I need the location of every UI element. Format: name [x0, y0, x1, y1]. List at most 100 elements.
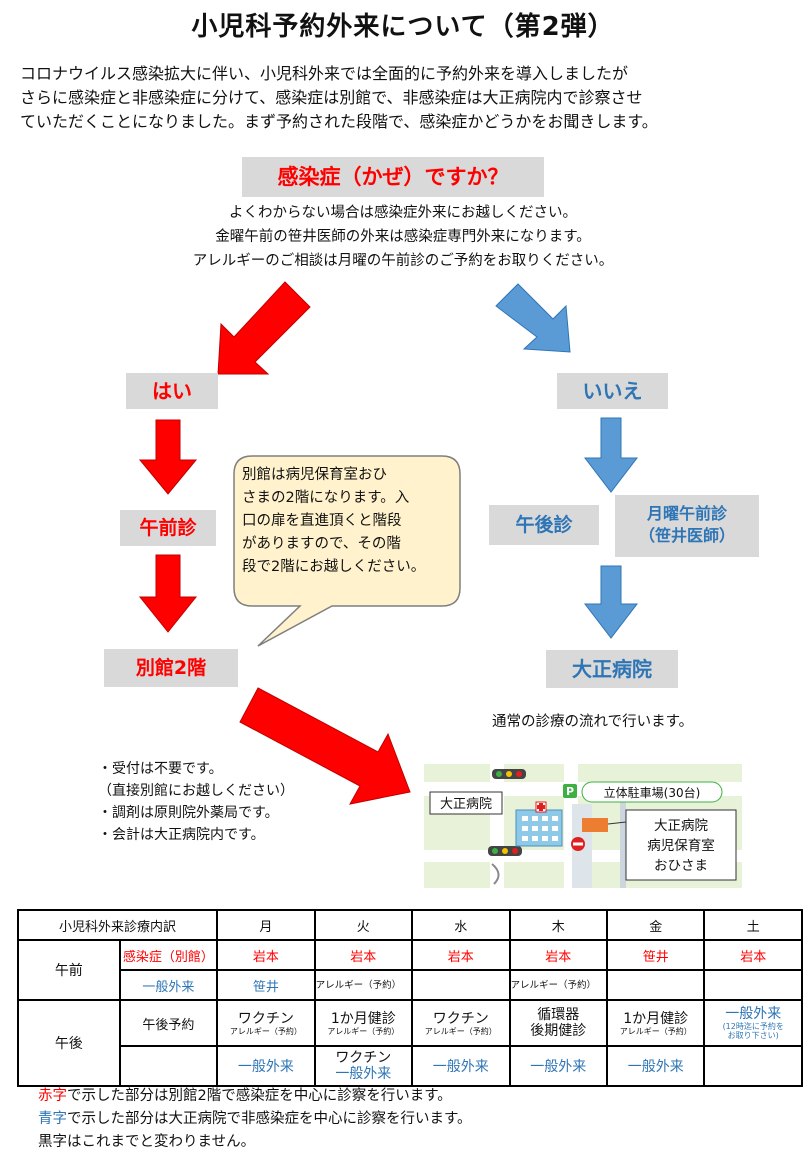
table-cell-text: 一般外来: [725, 1006, 782, 1022]
intro-line: コロナウイルス感染拡大に伴い、小児科外来では全面的に予約外来を導入しましたが: [20, 64, 629, 83]
bubble-line: 段で2階にお越しください。: [242, 559, 426, 575]
table-cell-text: 1か月健診: [623, 1010, 689, 1027]
table-cell: [705, 971, 801, 999]
table-cell: 一般外来: [413, 1047, 509, 1085]
monday-morning-label: 月曜午前診: [646, 504, 727, 523]
table-header-cell: 水: [413, 911, 509, 939]
table-cell: アレルギー（予約）: [315, 971, 412, 999]
legend-red-word: 赤字: [38, 1088, 67, 1104]
pm-label-cell: 午後: [19, 1001, 119, 1085]
intro-line: さらに感染症と非感染症に分けて、感染症は別館で、非感染症は大正病院内で診察させ: [20, 88, 643, 107]
table-cell-text: 後期健診: [530, 1023, 587, 1039]
table-cell-text: アレルギー（予約）: [315, 979, 402, 991]
table-row: 午前 感染症（別館） 岩本 岩本 岩本 岩本 笹井 岩本: [19, 941, 801, 999]
speech-bubble: [233, 455, 461, 647]
table-cell: 岩本: [510, 941, 606, 969]
blue-down-arrow-icon: [583, 565, 639, 639]
table-cell: 笹井: [607, 941, 704, 969]
table-header-cell: 月: [218, 911, 314, 939]
no-dest-note: 通常の診療の流れで行います。: [492, 714, 694, 730]
table-cell: ワクチン アレルギー（予約）: [218, 1001, 314, 1045]
table-cell: 岩本: [413, 941, 509, 969]
table-cell-text: 1か月健診: [330, 1010, 396, 1027]
table-cell: 岩本: [218, 941, 314, 969]
table-cell: ワクチン 一般外来: [315, 1047, 412, 1085]
table-header-cell: 金: [607, 911, 704, 939]
table-cell: 一般外来: [120, 971, 217, 999]
question-box: 感染症（かぜ）ですか？: [242, 157, 544, 197]
bubble-line: 別館は病児保育室おひ: [242, 467, 387, 483]
legend-blue-line: 青字で示した部分は大正病院で非感染症を中心に診察を行います。: [38, 1108, 472, 1131]
legend: 赤字で示した部分は別館2階で感染症を中心に診察を行います。 青字で示した部分は大…: [38, 1085, 472, 1154]
table-cell: 一般外来: [218, 1047, 314, 1085]
no-label: いいえ: [582, 379, 643, 403]
question-text: 感染症（かぜ）ですか？: [277, 165, 509, 189]
no-afternoon-box: 午後診: [489, 505, 599, 545]
red-diagonal-arrow-icon: [217, 281, 311, 375]
schedule-table: 小児科外来診療内訳 月 火 水 木 金 土 午前 感染症（別館） 岩本 岩本 岩…: [17, 909, 803, 1087]
table-cell-text: ワクチン: [237, 1010, 294, 1027]
am-label-cell: 午前: [19, 941, 119, 999]
note-item: ・会計は大正病院内です。: [98, 827, 265, 843]
red-down-arrow-icon: [138, 554, 198, 633]
bubble-line: 口の扉を直進頂くと階段: [242, 513, 402, 529]
table-cell: 午後予約: [120, 1001, 217, 1045]
notes-list: ・受付は不要です。 （直接別館にお越しください） ・調剤は原則院外薬局です。 ・…: [98, 758, 294, 846]
table-row: 午後 午後予約 ワクチン アレルギー（予約） 1か月健診 アレルギー（予約） ワ…: [19, 1001, 801, 1085]
intro-paragraph: コロナウイルス感染拡大に伴い、小児科外来では全面的に予約外来を導入しましたが さ…: [20, 62, 790, 134]
table-cell-subtext: アレルギー（予約）: [619, 1026, 692, 1036]
table-cell-subtext: お取り下さい): [727, 1031, 779, 1040]
table-cell-subtext: アレルギー（予約）: [424, 1026, 497, 1036]
table-cell-text: 循環器: [537, 1007, 580, 1023]
table-cell-subtext: アレルギー（予約）: [229, 1026, 302, 1036]
table-cell: 一般外来: [607, 1047, 704, 1085]
map-annex-line: おひさま: [654, 858, 708, 874]
note-item: ・調剤は原則院外薬局です。: [98, 805, 279, 821]
table-cell: アレルギー（予約）: [510, 971, 606, 999]
legend-red-line: 赤字で示した部分は別館2階で感染症を中心に診察を行います。: [38, 1085, 472, 1108]
traffic-light-icon: [492, 769, 526, 779]
table-cell: [705, 1047, 801, 1085]
table-cell: 1か月健診 アレルギー（予約）: [607, 1001, 704, 1045]
access-map: 大正病院 P 立体駐車場(30台) 大正病院 病児保育室 おひさま: [424, 764, 742, 888]
note-item: （直接別館にお越しください）: [98, 783, 294, 799]
no-box: いいえ: [557, 373, 668, 409]
question-note: アレルギーのご相談は月曜の午前診のご予約をお取りください。: [192, 253, 614, 269]
yes-box: はい: [126, 373, 218, 409]
bubble-line: さまの2階になります。入: [242, 490, 410, 506]
yes-morning-box: 午前診: [120, 510, 216, 546]
table-cell: 岩本: [315, 941, 412, 969]
legend-blue-word: 青字: [38, 1111, 67, 1127]
table-cell: [120, 1047, 217, 1085]
blue-diagonal-arrow-icon: [495, 283, 571, 353]
bubble-line: がありますので、その階: [242, 536, 401, 552]
table-header-cell: 小児科外来診療内訳: [19, 911, 217, 939]
table-cell-subtext: アレルギー（予約）: [327, 1026, 400, 1036]
table-header-cell: 火: [315, 911, 412, 939]
flow-arrows: [138, 281, 639, 805]
red-down-arrow-icon: [138, 419, 198, 495]
table-header-row: 小児科外来診療内訳 月 火 水 木 金 土: [19, 911, 801, 939]
taisho-hospital-label: 大正病院: [572, 657, 652, 681]
annex-building-icon: [582, 818, 608, 832]
map-annex-line: 病児保育室: [647, 837, 715, 854]
map-hospital-label: 大正病院: [440, 797, 492, 812]
legend-red-text: で示した部分は別館2階で感染症を中心に診察を行います。: [67, 1088, 452, 1104]
table-cell-text: 一般外来: [335, 1066, 392, 1082]
table-row: 一般外来 笹井 アレルギー（予約） アレルギー（予約）: [19, 971, 801, 999]
intro-line: ていただくことになりました。まず予約された段階で、感染症かどうかをお聞きします。: [20, 112, 658, 131]
parking-icon: [563, 784, 577, 798]
table-cell-text: ワクチン: [335, 1050, 392, 1066]
table-cell-subtext: (12時迄に予約を: [722, 1022, 784, 1031]
map-parking-label: 立体駐車場(30台): [604, 785, 701, 800]
question-notes: よくわからない場合は感染症外来にお越しください。 金曜午前の笹井医師の外来は感染…: [0, 201, 806, 273]
map-annex-line: 大正病院: [654, 818, 708, 834]
traffic-light-icon: [488, 846, 522, 856]
table-cell: [607, 971, 704, 999]
no-afternoon-label: 午後診: [515, 514, 573, 536]
table-cell: 感染症（別館）: [120, 941, 217, 969]
annex-floor2-label: 別館2階: [135, 657, 207, 679]
note-item: ・受付は不要です。: [98, 761, 223, 777]
table-cell: 1か月健診 アレルギー（予約）: [315, 1001, 412, 1045]
table-cell: 笹井: [218, 971, 314, 999]
